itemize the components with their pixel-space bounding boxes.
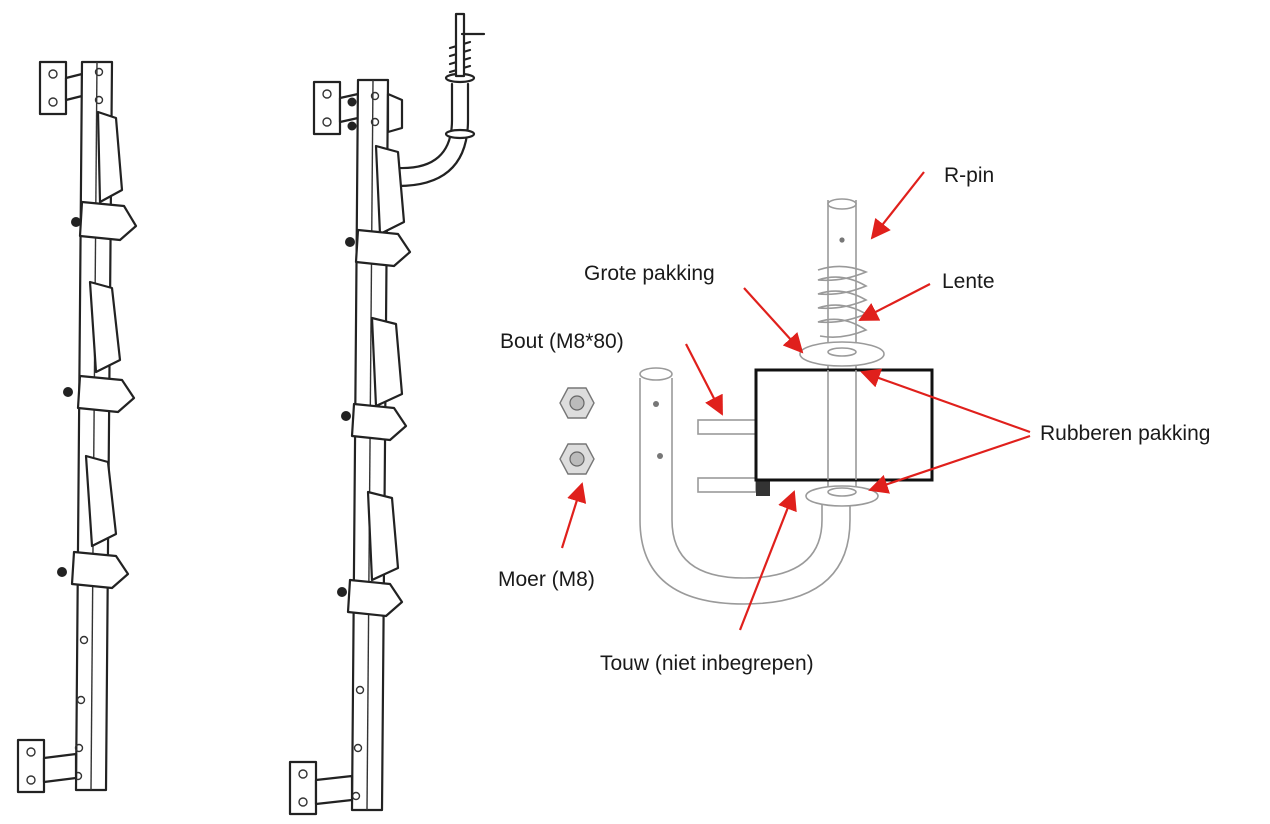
label-moer: Moer (M8) <box>498 568 595 591</box>
label-lente: Lente <box>942 270 995 293</box>
label-grote-pakking: Grote pakking <box>584 262 715 285</box>
nut-top-icon <box>559 387 595 419</box>
label-touw: Touw (niet inbegrepen) <box>600 652 814 675</box>
callout-arrows <box>560 171 1031 631</box>
label-bout: Bout (M8*80) <box>500 330 624 353</box>
nut-bottom-icon <box>559 443 595 475</box>
hook-detail <box>559 198 934 605</box>
label-rubberen-pakking: Rubberen pakking <box>1040 422 1210 445</box>
middle-rail <box>288 12 486 816</box>
label-r-pin: R-pin <box>944 164 994 187</box>
left-rail <box>16 60 138 794</box>
